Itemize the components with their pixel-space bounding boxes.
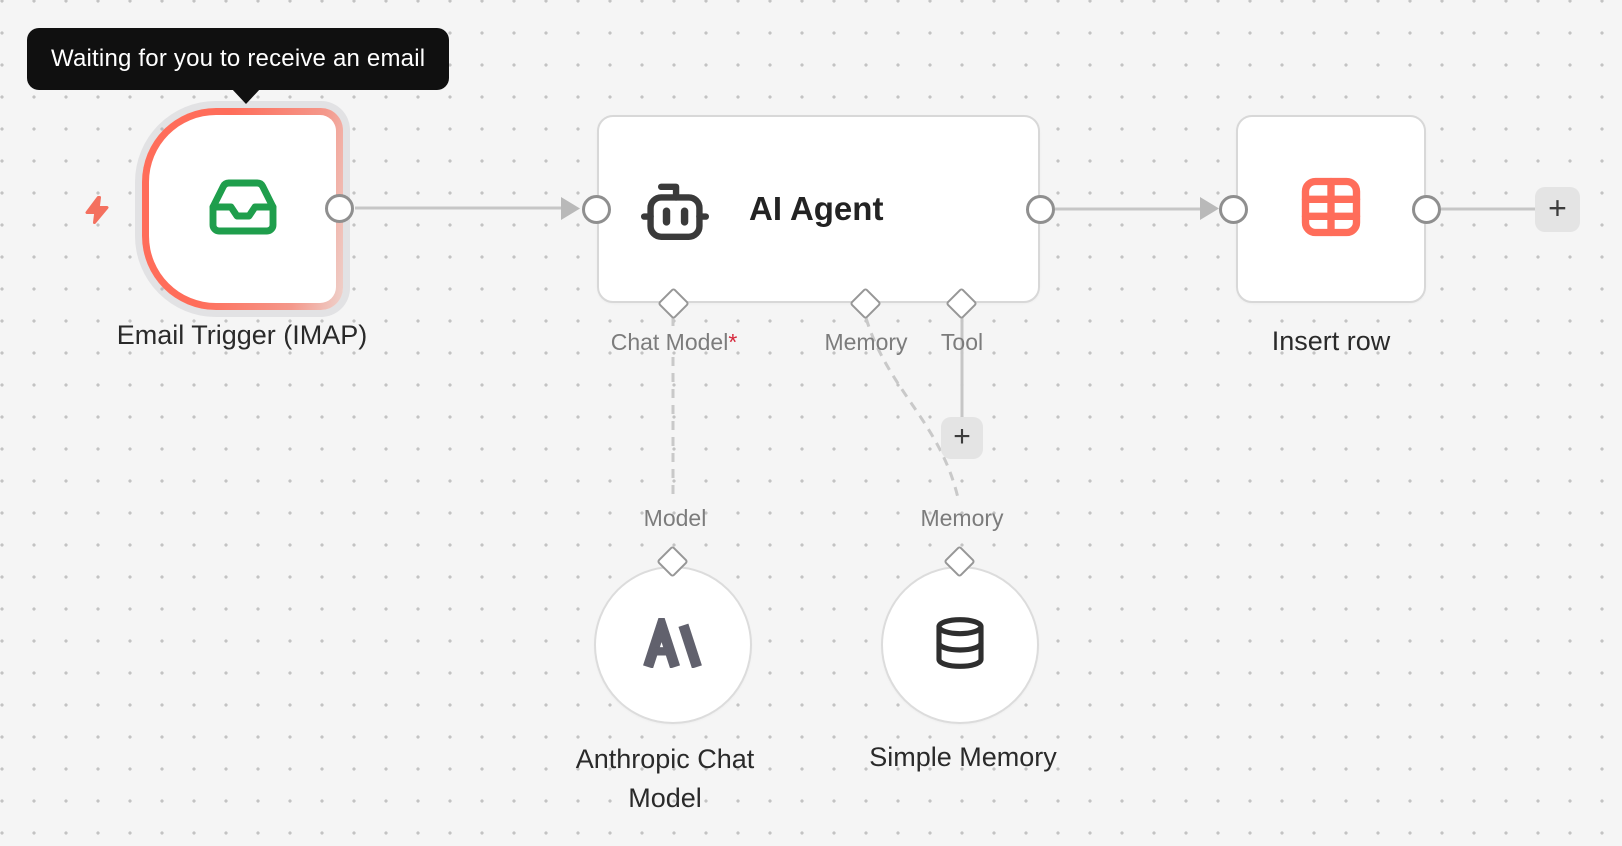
insert-row-label: Insert row — [1271, 326, 1391, 356]
memory-handle-label: Memory — [824, 329, 908, 355]
arrowhead-icon — [561, 197, 580, 220]
node-insert-row[interactable] — [1236, 115, 1426, 303]
robot-icon — [641, 173, 709, 246]
email-trigger-label: Email Trigger (IMAP) — [116, 320, 368, 350]
port-agent-input[interactable] — [582, 195, 611, 224]
port-insert-row-output[interactable] — [1412, 195, 1441, 224]
node-email-trigger-body — [149, 115, 336, 303]
port-insert-row-input[interactable] — [1219, 195, 1248, 224]
add-next-node-button[interactable]: + — [1535, 187, 1580, 232]
add-tool-button[interactable]: + — [941, 417, 983, 459]
waiting-tooltip-text: Waiting for you to receive an email — [51, 45, 426, 72]
node-anthropic-chat-model[interactable] — [594, 566, 752, 724]
tool-handle-label: Tool — [940, 329, 984, 355]
tooltip-arrow — [231, 88, 261, 104]
lightning-bolt-icon — [82, 194, 112, 231]
plus-icon: + — [1548, 190, 1567, 226]
database-icon — [932, 614, 988, 677]
chat-model-label: Chat Model* — [610, 329, 738, 355]
node-simple-memory[interactable] — [881, 566, 1039, 724]
memory-output-label: Memory — [920, 505, 1004, 531]
plus-icon: + — [953, 419, 971, 453]
ai-agent-title: AI Agent — [749, 190, 884, 227]
arrowhead-icon — [1200, 197, 1219, 220]
required-asterisk: * — [728, 329, 738, 355]
anthropic-logo-icon — [642, 607, 704, 673]
node-ai-agent[interactable]: AI Agent — [597, 115, 1040, 303]
simple-memory-label: Simple Memory — [869, 742, 1057, 772]
inbox-icon — [203, 171, 283, 248]
waiting-tooltip: Waiting for you to receive an email — [27, 28, 450, 90]
model-output-label: Model — [643, 505, 707, 531]
port-agent-output[interactable] — [1026, 195, 1055, 224]
port-email-output[interactable] — [325, 194, 354, 223]
table-icon — [1297, 173, 1365, 246]
node-email-trigger[interactable] — [142, 108, 343, 310]
anthropic-chat-model-label: Anthropic Chat Model — [575, 744, 755, 813]
